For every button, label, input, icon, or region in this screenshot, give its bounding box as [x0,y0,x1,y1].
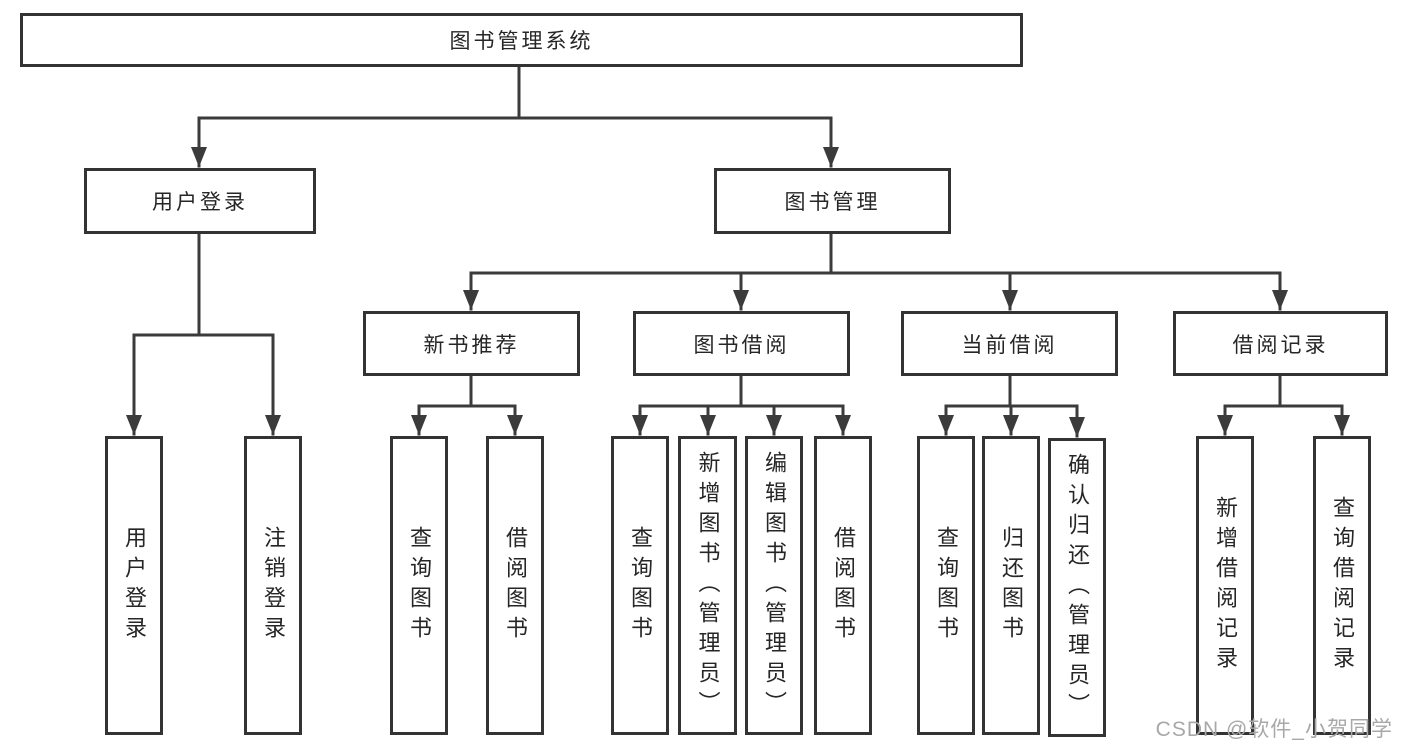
leaf-add-borrow-record: 新增借阅记录 [1196,436,1254,735]
connector-book-management-splitter [469,232,1282,275]
node-book-management: 图书管理 [714,168,951,234]
connector-book-borrow-splitter [638,374,845,408]
csdn-watermark: CSDN @软件_小贺同学 [1155,718,1393,741]
connector-new-book-splitter [417,374,517,408]
leaf-logout: 注销登录 [244,436,302,735]
node-user-login: 用户登录 [84,168,316,234]
node-book-borrow: 图书借阅 [633,311,850,376]
connector-borrow-records-splitter [1223,374,1344,408]
leaf-edit-books-admin: 编辑图书（管理员） [745,436,803,735]
leaf-user-login: 用户登录 [105,436,163,735]
leaf-query-books-2: 查询图书 [611,436,669,735]
leaf-return-books: 归还图书 [982,436,1040,735]
leaf-borrow-books-2: 借阅图书 [814,436,872,735]
node-borrow-records: 借阅记录 [1173,311,1388,376]
connector-user-login-splitter [132,232,275,337]
connector-root-splitter [197,65,833,120]
connector-current-borrow-splitter [944,374,1079,408]
node-new-book-recommend: 新书推荐 [363,311,580,376]
leaf-add-books-admin: 新增图书（管理员） [678,436,737,735]
leaf-borrow-books-1: 借阅图书 [486,436,544,735]
node-current-borrow: 当前借阅 [901,311,1118,376]
leaf-query-books-1: 查询图书 [390,436,448,735]
leaf-query-books-3: 查询图书 [917,436,975,735]
node-root-system: 图书管理系统 [20,13,1023,67]
leaf-query-borrow-record: 查询借阅记录 [1313,436,1371,735]
leaf-confirm-return-admin: 确认归还（管理员） [1048,438,1106,737]
